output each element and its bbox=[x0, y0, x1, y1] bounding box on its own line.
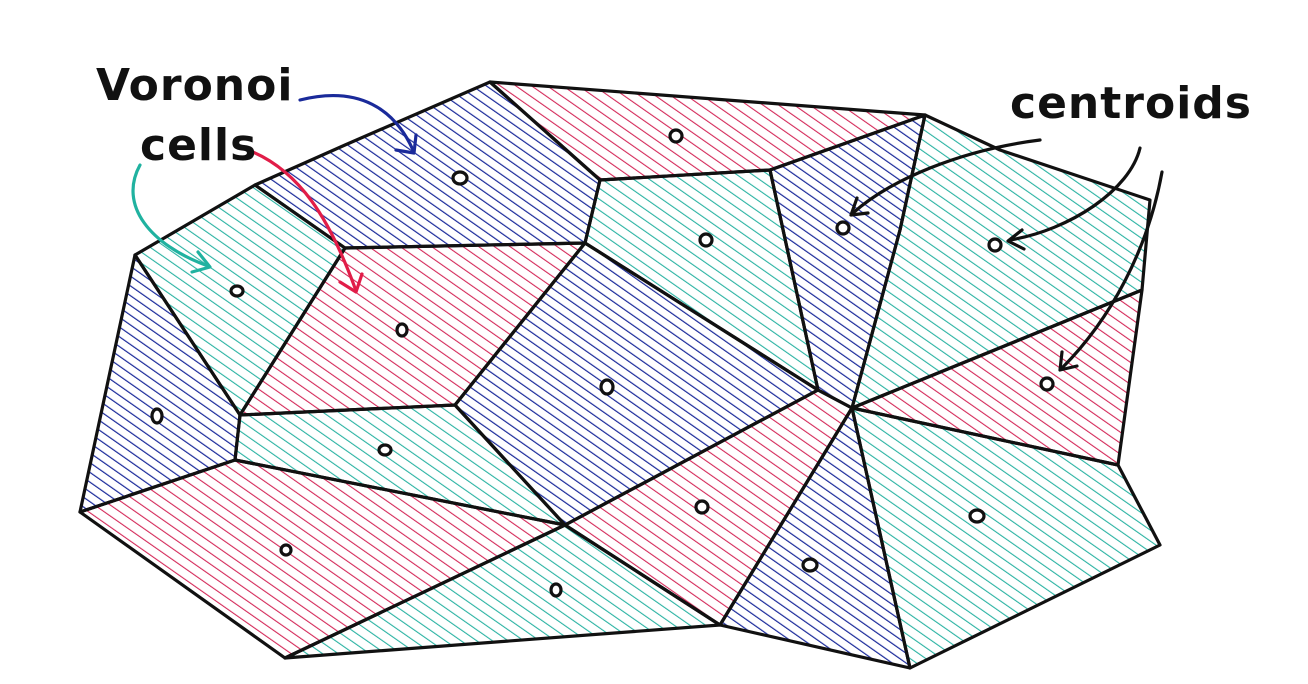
centroid-marker bbox=[698, 232, 714, 248]
arrow-navy bbox=[298, 94, 415, 152]
centroid-marker bbox=[377, 443, 393, 457]
cell-top-red bbox=[490, 82, 925, 180]
cell-outlines bbox=[78, 80, 1162, 670]
cell-top-blue bbox=[255, 82, 600, 248]
centroid-marker bbox=[835, 220, 851, 236]
cell-right-teal bbox=[852, 115, 1150, 408]
arrow-red bbox=[246, 148, 357, 290]
centroid-marker bbox=[599, 378, 615, 396]
arrow-centroid-1 bbox=[851, 138, 1042, 215]
cell-fills bbox=[80, 82, 1160, 668]
cell-bottom-blue bbox=[720, 408, 910, 668]
centroid-marker bbox=[694, 499, 710, 515]
centroid-marker bbox=[968, 508, 986, 524]
centroid-marker bbox=[229, 284, 245, 298]
centroid-marker bbox=[451, 170, 469, 186]
arrow-centroid-2 bbox=[1008, 146, 1142, 242]
voronoi-arrows bbox=[131, 94, 418, 294]
cell-bottom-left-red bbox=[80, 460, 565, 658]
cell-center-blue bbox=[455, 243, 818, 525]
centroid-marker bbox=[279, 543, 293, 557]
cell-bottom-right-teal bbox=[852, 408, 1160, 668]
cell-far-left-blue bbox=[80, 255, 240, 512]
centroid-marker bbox=[395, 322, 409, 338]
centroids-group bbox=[150, 128, 1055, 598]
centroid-marker bbox=[1039, 376, 1055, 392]
centroid-marker bbox=[668, 128, 684, 144]
arrow-centroid-3 bbox=[1060, 170, 1164, 370]
centroids-label: centroids bbox=[1010, 78, 1252, 129]
voronoi-label-line2: cells bbox=[140, 120, 257, 171]
centroid-marker bbox=[549, 582, 563, 598]
centroid-marker bbox=[987, 237, 1003, 253]
voronoi-label-line1: Voronoi bbox=[96, 60, 293, 111]
centroid-arrows bbox=[849, 138, 1164, 372]
cell-left-red bbox=[240, 243, 585, 415]
centroid-marker bbox=[150, 407, 164, 425]
cell-mid-teal bbox=[585, 170, 818, 390]
cell-right-red bbox=[852, 290, 1142, 465]
cell-bottom-teal bbox=[285, 525, 720, 658]
cell-left-teal bbox=[135, 185, 345, 415]
arrow-teal bbox=[131, 163, 210, 268]
centroid-marker bbox=[801, 557, 819, 573]
